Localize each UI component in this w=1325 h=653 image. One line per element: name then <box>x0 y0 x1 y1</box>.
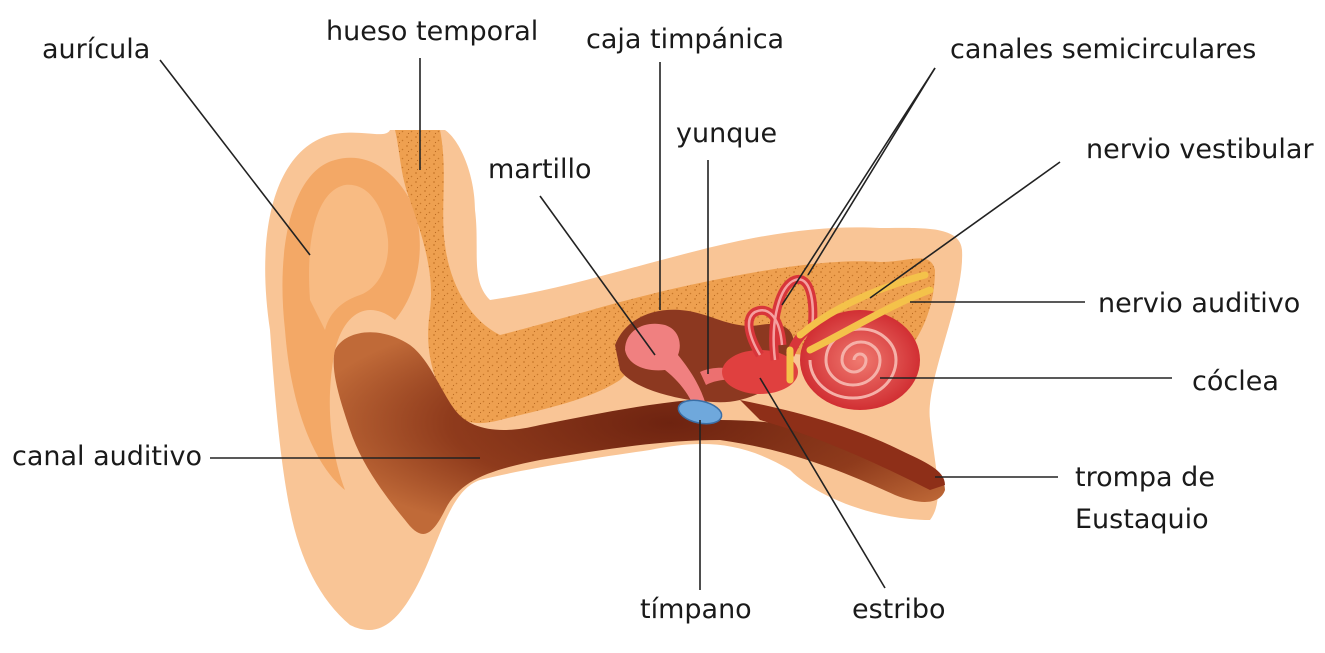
label-canal-auditivo: canal auditivo <box>12 441 202 472</box>
label-nervio-auditivo: nervio auditivo <box>1098 288 1300 319</box>
label-yunque: yunque <box>676 118 777 149</box>
label-timpano: tímpano <box>640 594 752 625</box>
label-caja-timpanica: caja timpánica <box>586 24 784 55</box>
label-estribo: estribo <box>852 594 946 625</box>
label-hueso-temporal: hueso temporal <box>326 16 538 47</box>
leader-auricula <box>160 60 310 255</box>
label-trompa-line1: trompa de <box>1075 462 1215 493</box>
label-nervio-vestibular: nervio vestibular <box>1086 134 1314 165</box>
label-coclea: cóclea <box>1192 366 1279 397</box>
label-trompa-line2: Eustaquio <box>1075 504 1209 535</box>
label-auricula: aurícula <box>42 34 150 65</box>
label-canales-semicirculares: canales semicirculares <box>950 34 1256 65</box>
label-martillo: martillo <box>488 154 592 185</box>
